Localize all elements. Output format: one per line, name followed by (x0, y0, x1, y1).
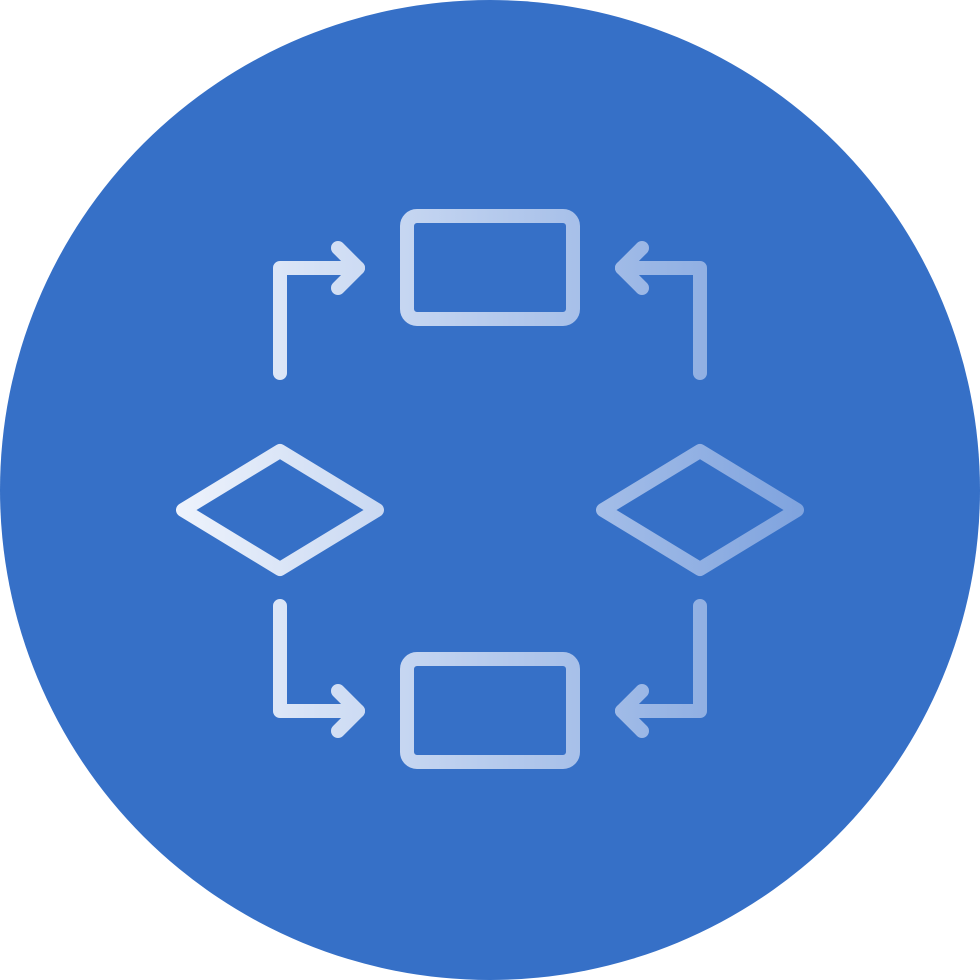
right-decision-diamond (596, 444, 804, 576)
bottom-process-box (400, 652, 580, 769)
top-process-box (400, 209, 580, 326)
bottom-right-arrowhead-icon (615, 684, 649, 738)
top-right-connector-line (615, 261, 707, 380)
bottom-left-arrowhead-icon (331, 684, 365, 738)
top-left-connector-line (273, 261, 365, 380)
flowchart-strokes (176, 209, 804, 769)
bottom-left-connector-line (273, 599, 365, 718)
top-right-arrowhead-icon (615, 241, 649, 295)
top-left-arrowhead-icon (331, 241, 365, 295)
bottom-right-connector-line (615, 599, 707, 718)
left-decision-diamond (176, 444, 384, 576)
